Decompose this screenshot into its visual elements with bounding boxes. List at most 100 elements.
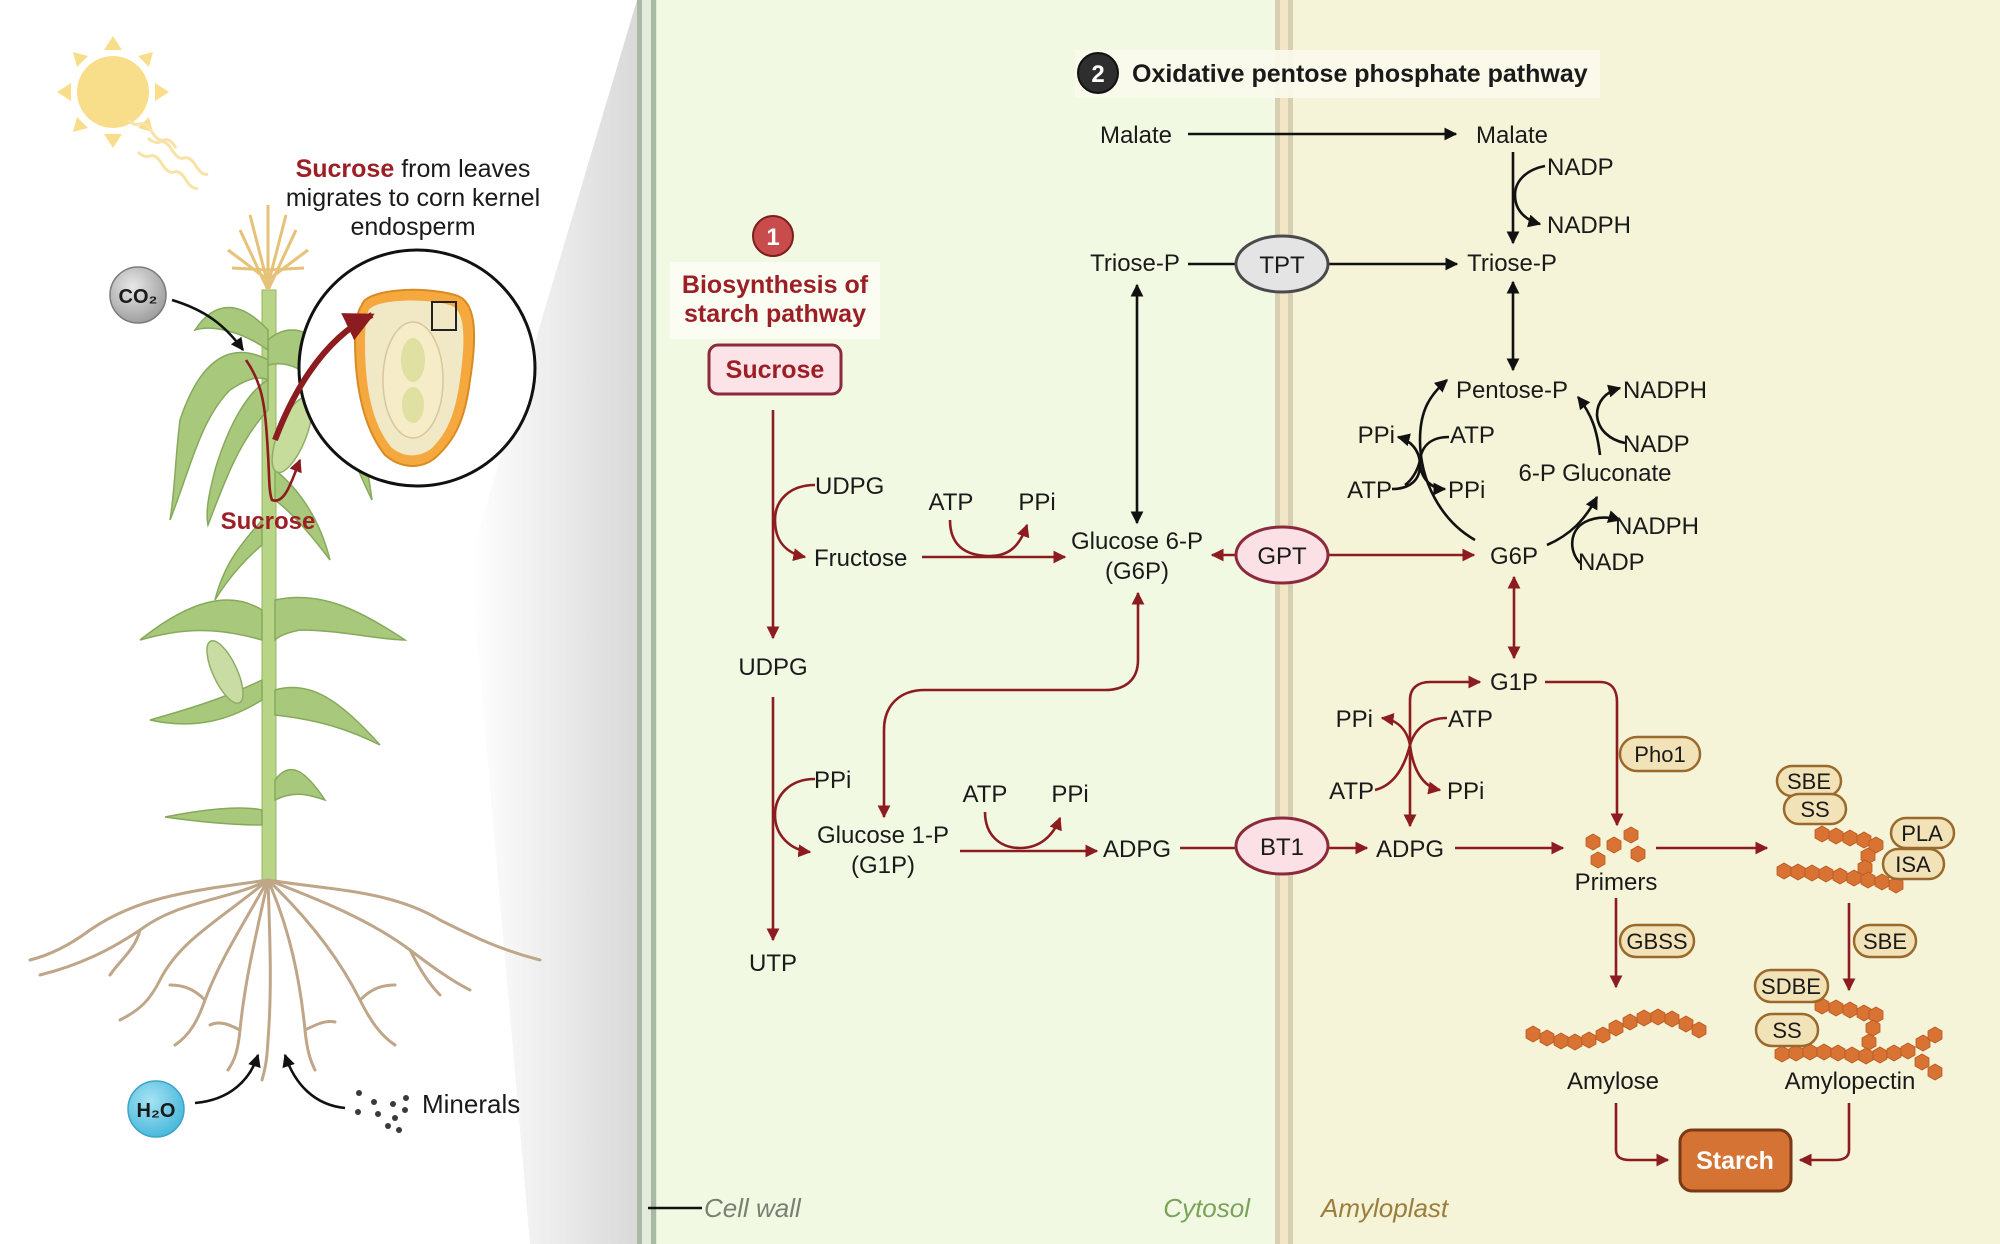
- pathway2-badge-number: 2: [1091, 61, 1104, 88]
- ppi-oppp-b-label: PPi: [1448, 477, 1485, 504]
- triose-amylo-label: Triose-P: [1467, 250, 1557, 277]
- enzyme-sbe-mid-label: SBE: [1863, 929, 1907, 954]
- starch-box[interactable]: Starch: [1678, 1128, 1793, 1193]
- callout-line1-rest: from leaves: [394, 155, 530, 183]
- enzyme-sbe-top-label: SBE: [1787, 769, 1831, 794]
- g6p-g1p-connector[interactable]: [877, 591, 1145, 819]
- endosperm-zoom-box: [431, 301, 457, 331]
- g6p-abbrev-label: (G6P): [1105, 558, 1169, 585]
- pathway1-title-line2: starch pathway: [684, 300, 866, 328]
- malate-amylo-label: Malate: [1476, 122, 1548, 149]
- g1p-amylo-label: G1P: [1490, 669, 1538, 696]
- glucose1p-label: Glucose 1-P: [817, 822, 949, 849]
- sucrose-box-label: Sucrose: [726, 356, 825, 384]
- starch-label: Starch: [1696, 1147, 1774, 1175]
- g6p-amylo-label: G6P: [1490, 543, 1538, 570]
- enzyme-ss-bottom[interactable]: SS: [1754, 1012, 1820, 1048]
- malate-cyto-label: Malate: [1100, 122, 1172, 149]
- plant-tassel: [227, 205, 309, 291]
- atp-ppi-amylo-curve-c: [1408, 744, 1442, 795]
- co2-molecule: CO₂: [109, 266, 167, 324]
- pathway1-badge: 1: [752, 215, 794, 257]
- enzyme-pho1[interactable]: Pho1: [1618, 735, 1702, 773]
- nadp-g6p-label: NADP: [1578, 549, 1645, 576]
- pathway2-badge: 2: [1077, 52, 1119, 94]
- h2o-molecule: H₂O: [127, 1080, 185, 1138]
- zoom-cone: [470, 0, 637, 1244]
- enzyme-isa-label: ISA: [1895, 852, 1931, 877]
- nadph-top-label: NADPH: [1547, 212, 1631, 239]
- ppi-label-1: PPi: [1018, 489, 1055, 516]
- enzyme-ss-top[interactable]: SS: [1782, 792, 1848, 826]
- gpt-label: GPT: [1257, 543, 1307, 570]
- ppi-oppp-a-label: PPi: [1358, 422, 1395, 449]
- h2o-label: H₂O: [137, 1100, 176, 1122]
- amyloplast-label: Amyloplast: [1319, 1193, 1450, 1223]
- sucrose-stem-label: Sucrose: [221, 508, 316, 535]
- sucrose-flow-arrow: [244, 359, 302, 502]
- pentose-p-label: Pentose-P: [1456, 377, 1568, 404]
- nadph-g6p-label: NADPH: [1615, 513, 1699, 540]
- nadp-nadph-g6p-curve: [1571, 510, 1622, 564]
- udpg-label: UDPG: [738, 654, 807, 681]
- ppi-in-label: PPi: [814, 767, 851, 794]
- nadph-pentose-label: NADPH: [1623, 377, 1707, 404]
- minerals-dots: [355, 1090, 409, 1133]
- udpg-fructose-curve: [773, 483, 816, 562]
- adpg-g1p-amylo-arrow: [1403, 675, 1482, 828]
- minerals-arrow: [282, 1053, 346, 1110]
- enzyme-gbss[interactable]: GBSS: [1618, 923, 1696, 959]
- enzyme-pla[interactable]: PLA: [1889, 816, 1956, 850]
- g6p-to-gluconate-arrow: [1546, 495, 1599, 547]
- sucrose-box[interactable]: Sucrose: [707, 343, 843, 396]
- triose-cyto-label: Triose-P: [1090, 250, 1180, 277]
- enzyme-ss-bottom-label: SS: [1772, 1018, 1801, 1043]
- atp-ppi-amylo-curve-b: [1380, 713, 1412, 746]
- cell-wall: [637, 0, 657, 1244]
- atp-ppi-oppp-curve-c: [1418, 464, 1447, 496]
- callout-line3: endosperm: [350, 213, 475, 241]
- callout-line1: Sucrose from leaves: [296, 155, 531, 183]
- amylopectin-to-starch-arrow: [1798, 1103, 1851, 1167]
- atp-ppi-curve-1: [948, 519, 1030, 558]
- primers-label: Primers: [1575, 869, 1658, 896]
- cytosol-region: [657, 0, 1275, 1244]
- tpt-transporter[interactable]: TPT: [1234, 234, 1330, 294]
- enzyme-ss-top-label: SS: [1800, 797, 1829, 822]
- pathway1-title-bg: [670, 262, 880, 339]
- pathway1-badge-number: 1: [766, 224, 779, 251]
- g1p-abbrev-label: (G1P): [851, 852, 915, 879]
- corn-ear-lower: [206, 640, 244, 704]
- enzyme-sbe-mid[interactable]: SBE: [1852, 923, 1918, 959]
- pathway2-title: Oxidative pentose phosphate pathway: [1132, 60, 1588, 88]
- enzyme-pla-label: PLA: [1901, 821, 1943, 846]
- gpt-transporter[interactable]: GPT: [1234, 525, 1330, 585]
- bt1-transporter[interactable]: BT1: [1234, 816, 1330, 876]
- callout-highlight: Sucrose: [296, 155, 395, 183]
- tpt-label: TPT: [1259, 252, 1305, 279]
- gluconate-label: 6-P Gluconate: [1519, 460, 1672, 487]
- sun-icon: [57, 36, 209, 190]
- kernel-magnifier: [272, 248, 537, 488]
- co2-label: CO₂: [119, 286, 158, 308]
- co2-arrow: [171, 298, 245, 352]
- g6p-to-pentose-arc: [1418, 379, 1476, 542]
- utp-label: UTP: [749, 950, 797, 977]
- callout-line2: migrates to corn kernel: [286, 184, 540, 212]
- atp-oppp-b-label: ATP: [1347, 477, 1392, 504]
- enzyme-sdbe[interactable]: SDBE: [1753, 968, 1830, 1004]
- atp-label-2: ATP: [963, 781, 1008, 808]
- nadp-pentose-label: NADP: [1623, 431, 1690, 458]
- pathway1-title-line1: Biosynthesis of: [682, 271, 869, 299]
- enzyme-sdbe-label: SDBE: [1761, 974, 1821, 999]
- enzyme-isa[interactable]: ISA: [1881, 847, 1946, 881]
- amyloplast-membrane: [1275, 0, 1293, 1244]
- amyloplast-region: [1293, 0, 2000, 1244]
- pathway2-title-bg: [1075, 50, 1600, 98]
- atp-amylo-d-label: ATP: [1329, 778, 1374, 805]
- enzyme-sbe-top[interactable]: SBE: [1775, 764, 1843, 798]
- atp-oppp-a-label: ATP: [1450, 422, 1495, 449]
- adpg-amylo-label: ADPG: [1376, 836, 1444, 863]
- ppi-g1p-curve: [773, 777, 816, 858]
